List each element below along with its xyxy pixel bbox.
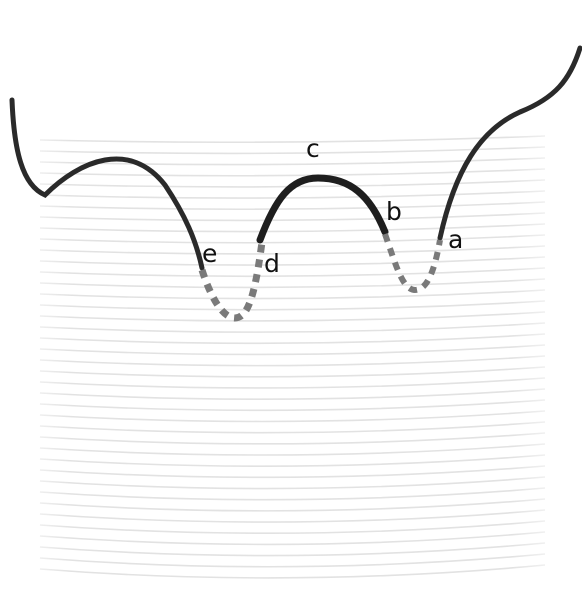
- solid-curve-left: [9, 97, 205, 271]
- solid-curve-right: [437, 45, 582, 241]
- label-e: e: [202, 239, 217, 268]
- dashed-trough-left: [198, 241, 266, 322]
- label-b: b: [386, 197, 402, 226]
- label-d: d: [264, 249, 280, 278]
- solid-curve-center: [256, 174, 389, 244]
- label-c: c: [306, 134, 320, 163]
- dashed-trough-right: [382, 232, 443, 294]
- label-a: a: [448, 225, 463, 254]
